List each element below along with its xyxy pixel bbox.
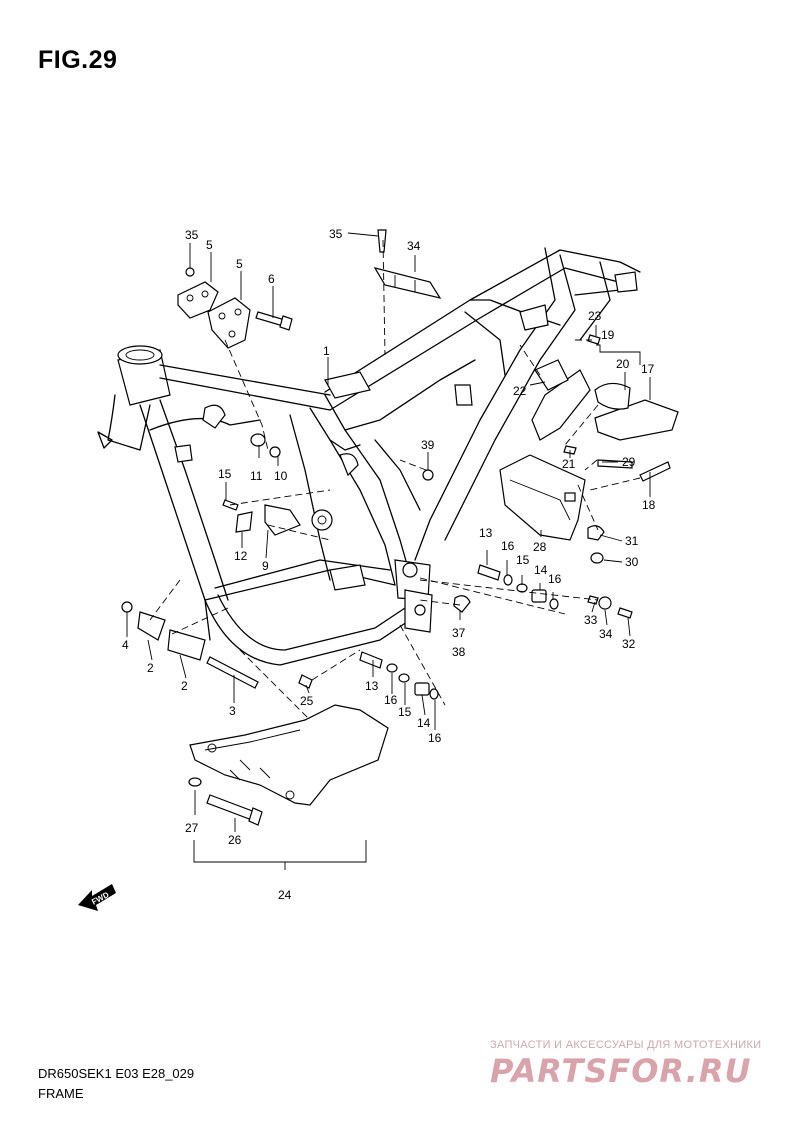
skid-plate xyxy=(188,704,389,870)
callout-28: 28 xyxy=(533,540,547,554)
leader-lines xyxy=(126,232,651,832)
callout-19: 19 xyxy=(601,328,615,342)
callout-1: 1 xyxy=(323,344,330,358)
callout-37: 37 xyxy=(452,626,466,640)
callout-8: 9 xyxy=(262,559,269,573)
callout-14b: 14 xyxy=(417,716,431,730)
watermark-logo-text: PARTSFOR.RU xyxy=(490,1052,751,1090)
callout-13b: 13 xyxy=(365,679,379,693)
watermark-tagline: ЗАПЧАСТИ И АКСЕССУАРЫ ДЛЯ МОТОТЕХНИКИ xyxy=(490,1039,762,1051)
callout-4: 4 xyxy=(122,638,129,652)
callout-36: 35 xyxy=(329,227,343,241)
callout-38: 38 xyxy=(452,645,466,659)
callout-32: 32 xyxy=(622,637,636,651)
callout-16d: 16 xyxy=(428,731,442,745)
callout-20: 20 xyxy=(616,357,630,371)
callout-16a: 16 xyxy=(501,539,515,553)
callout-39: 39 xyxy=(421,438,435,452)
callout-29: 29 xyxy=(622,455,636,469)
engine-mount-plates xyxy=(177,267,293,349)
callout-11: 12 xyxy=(234,549,248,563)
callout-34: 34 xyxy=(599,627,613,641)
callout-24: 24 xyxy=(278,888,292,902)
main-frame xyxy=(97,247,641,666)
callout-25: 25 xyxy=(300,694,314,708)
callout-26: 26 xyxy=(228,833,242,847)
callout-30: 30 xyxy=(625,555,639,569)
callout-7: 35 xyxy=(185,228,199,242)
callout-31: 31 xyxy=(625,534,639,548)
callout-6: 6 xyxy=(268,272,275,286)
callout-5a: 5 xyxy=(206,238,213,252)
callout-21: 21 xyxy=(562,457,576,471)
callout-13a: 13 xyxy=(479,526,493,540)
model-code: DR650SEK1 E03 E28_029 xyxy=(38,1066,195,1081)
callout-16b: 16 xyxy=(548,572,562,586)
section-name: FRAME xyxy=(38,1086,84,1101)
fwd-arrow-icon: FWD xyxy=(78,884,116,911)
callout-labels: 35 5 5 6 35 34 1 23 19 20 17 22 39 21 29… xyxy=(122,227,656,902)
callout-33: 33 xyxy=(584,613,598,627)
assembly-dash-lines xyxy=(149,239,641,721)
callout-10: 11 xyxy=(250,469,263,483)
callout-12: 15 xyxy=(218,467,232,481)
callout-2a: 2 xyxy=(147,661,154,675)
callout-2b: 2 xyxy=(181,679,188,693)
callout-15b: 15 xyxy=(398,705,412,719)
battery-holder xyxy=(499,454,671,541)
callout-35: 34 xyxy=(407,239,421,253)
callout-27: 27 xyxy=(185,821,199,835)
callout-23: 23 xyxy=(588,309,602,323)
callout-16c: 16 xyxy=(384,693,398,707)
hardware-small xyxy=(121,229,633,700)
callout-18: 18 xyxy=(642,498,656,512)
figure-title: FIG.29 xyxy=(38,46,118,74)
callout-15a: 15 xyxy=(516,553,530,567)
callout-14a: 14 xyxy=(534,563,548,577)
callout-22: 22 xyxy=(513,384,527,398)
callout-17: 17 xyxy=(641,362,655,376)
callout-9: 10 xyxy=(274,469,288,483)
callout-3: 3 xyxy=(229,704,236,718)
watermark-logo: PARTSFOR.RU xyxy=(490,1052,751,1090)
callout-5b: 5 xyxy=(236,257,243,271)
